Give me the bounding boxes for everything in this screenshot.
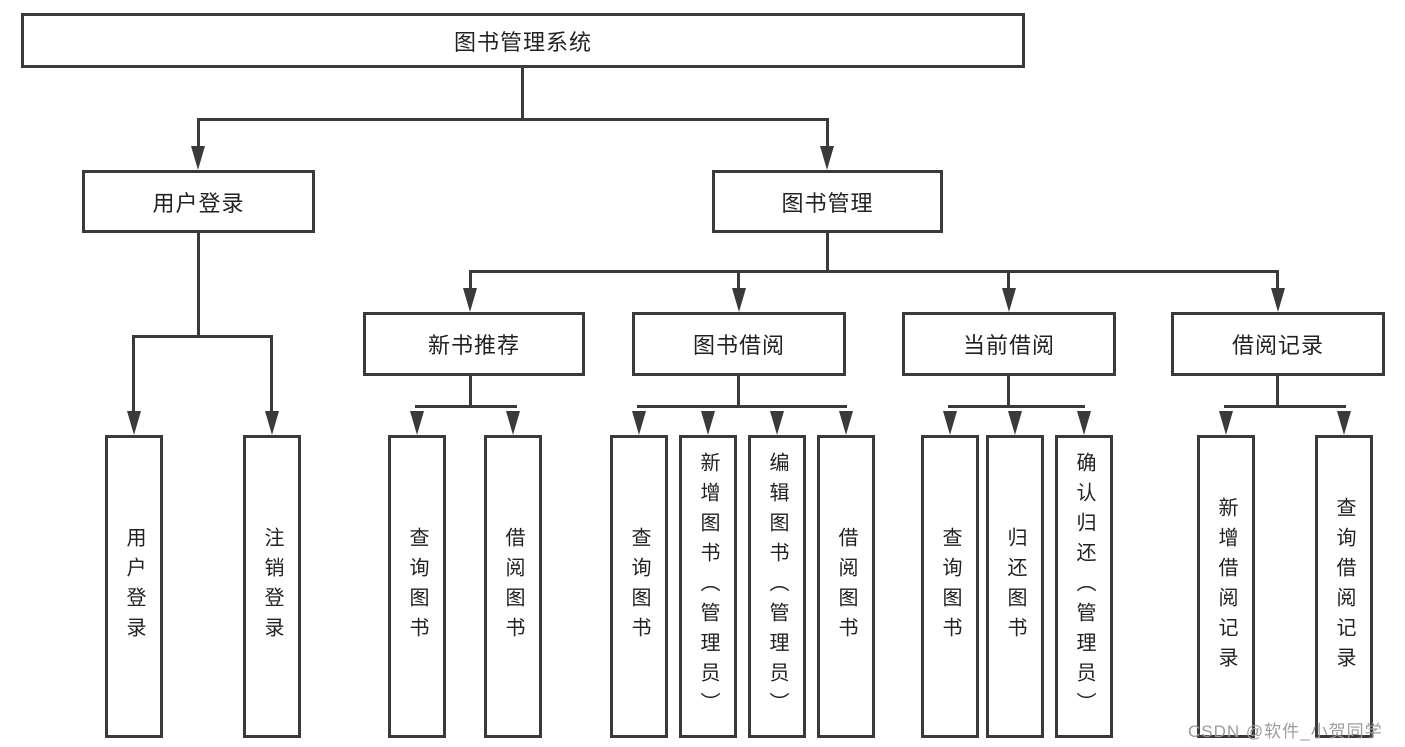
arrowhead-to-current-borrow bbox=[1002, 288, 1016, 312]
connector-split-user-login bbox=[132, 335, 273, 338]
connector-book-borrow-down bbox=[737, 376, 740, 407]
connector-stem-book-mgmt bbox=[826, 118, 829, 150]
leaf-logout: 注销登录 bbox=[243, 435, 301, 738]
leaf-borrow-book-2: 借阅图书 bbox=[817, 435, 875, 738]
leaf-query-borrow-record-label: 查询借阅记录 bbox=[1333, 496, 1355, 677]
connector-stem-new-book bbox=[469, 270, 472, 290]
node-borrow-records-label: 借阅记录 bbox=[1231, 333, 1324, 358]
connector-split-new-book bbox=[415, 405, 517, 408]
leaf-query-book-2: 查询图书 bbox=[610, 435, 668, 738]
leaf-add-borrow-record: 新增借阅记录 bbox=[1197, 435, 1255, 738]
leaf-query-book-3: 查询图书 bbox=[921, 435, 979, 738]
connector-stem-leaf-logout bbox=[270, 335, 273, 413]
arrowhead-to-leaf-borrow-book-1 bbox=[506, 411, 520, 435]
node-current-borrow: 当前借阅 bbox=[902, 312, 1116, 376]
leaf-query-book-1-label: 查询图书 bbox=[406, 526, 428, 647]
leaf-add-book-admin-label: 新增图书（管理员） bbox=[697, 451, 719, 722]
leaf-edit-book-admin-label: 编辑图书（管理员） bbox=[766, 451, 788, 722]
arrowhead-to-leaf-query-book-3 bbox=[943, 411, 957, 435]
connector-borrow-records-down bbox=[1276, 376, 1279, 407]
leaf-add-borrow-record-label: 新增借阅记录 bbox=[1215, 496, 1237, 677]
leaf-return-book: 归还图书 bbox=[986, 435, 1044, 738]
node-book-management-label: 图书管理 bbox=[781, 190, 874, 216]
arrowhead-to-leaf-borrow-book-2 bbox=[839, 411, 853, 435]
connector-stem-borrow-records bbox=[1276, 270, 1279, 290]
node-user-login: 用户登录 bbox=[82, 170, 315, 233]
leaf-return-book-label: 归还图书 bbox=[1004, 526, 1026, 647]
leaf-confirm-return-admin: 确认归还（管理员） bbox=[1055, 435, 1113, 738]
node-book-borrow-label: 图书借阅 bbox=[692, 333, 785, 358]
connector-current-borrow-down bbox=[1007, 376, 1010, 407]
leaf-confirm-return-admin-label: 确认归还（管理员） bbox=[1073, 451, 1095, 722]
root-node-library-system: 图书管理系统 bbox=[21, 13, 1025, 68]
connector-stem-user-login bbox=[197, 118, 200, 150]
arrowhead-to-leaf-query-record bbox=[1337, 411, 1351, 435]
connector-split-current-borrow bbox=[948, 405, 1085, 408]
leaf-query-book-1: 查询图书 bbox=[388, 435, 446, 738]
node-new-book-recommend-label: 新书推荐 bbox=[427, 333, 520, 358]
leaf-user-login: 用户登录 bbox=[105, 435, 163, 738]
connector-stem-current-borrow bbox=[1007, 270, 1010, 290]
node-current-borrow-label: 当前借阅 bbox=[962, 333, 1055, 358]
arrowhead-to-leaf-logout bbox=[265, 411, 279, 435]
connector-split-borrow-records bbox=[1224, 405, 1346, 408]
leaf-logout-label: 注销登录 bbox=[261, 526, 283, 647]
leaf-user-login-label: 用户登录 bbox=[123, 526, 145, 647]
node-book-management: 图书管理 bbox=[712, 170, 943, 233]
root-node-label: 图书管理系统 bbox=[453, 29, 592, 55]
node-new-book-recommend: 新书推荐 bbox=[363, 312, 585, 376]
arrowhead-to-leaf-confirm-return bbox=[1077, 411, 1091, 435]
leaf-borrow-book-2-label: 借阅图书 bbox=[835, 526, 857, 647]
connector-user-login-down bbox=[197, 233, 200, 338]
connector-split-level2 bbox=[197, 118, 829, 121]
node-book-borrow: 图书借阅 bbox=[632, 312, 846, 376]
connector-new-book-down bbox=[469, 376, 472, 407]
connector-book-mgmt-down bbox=[826, 233, 829, 273]
leaf-add-book-admin: 新增图书（管理员） bbox=[679, 435, 737, 738]
arrowhead-to-leaf-query-book-1 bbox=[410, 411, 424, 435]
connector-split-book-borrow bbox=[637, 405, 847, 408]
connector-stem-book-borrow bbox=[737, 270, 740, 290]
arrowhead-to-user-login bbox=[191, 146, 205, 170]
leaf-borrow-book-1: 借阅图书 bbox=[484, 435, 542, 738]
node-user-login-label: 用户登录 bbox=[152, 190, 245, 216]
arrowhead-to-book-borrow bbox=[732, 288, 746, 312]
leaf-edit-book-admin: 编辑图书（管理员） bbox=[748, 435, 806, 738]
arrowhead-to-leaf-query-book-2 bbox=[632, 411, 646, 435]
arrowhead-to-new-book bbox=[463, 288, 477, 312]
arrowhead-to-leaf-add-record bbox=[1219, 411, 1233, 435]
connector-root-stem bbox=[521, 68, 524, 118]
arrowhead-to-leaf-edit-book bbox=[770, 411, 784, 435]
leaf-borrow-book-1-label: 借阅图书 bbox=[502, 526, 524, 647]
leaf-query-book-3-label: 查询图书 bbox=[939, 526, 961, 647]
node-borrow-records: 借阅记录 bbox=[1171, 312, 1385, 376]
arrowhead-to-leaf-return-book bbox=[1008, 411, 1022, 435]
arrowhead-to-book-mgmt bbox=[820, 146, 834, 170]
connector-split-level3 bbox=[469, 270, 1279, 273]
arrowhead-to-borrow-records bbox=[1271, 288, 1285, 312]
connector-stem-leaf-user-login bbox=[132, 335, 135, 413]
leaf-query-borrow-record: 查询借阅记录 bbox=[1315, 435, 1373, 738]
leaf-query-book-2-label: 查询图书 bbox=[628, 526, 650, 647]
csdn-watermark: CSDN @软件_小贺同学 bbox=[1188, 722, 1383, 741]
arrowhead-to-leaf-user-login bbox=[127, 411, 141, 435]
arrowhead-to-leaf-add-book bbox=[701, 411, 715, 435]
